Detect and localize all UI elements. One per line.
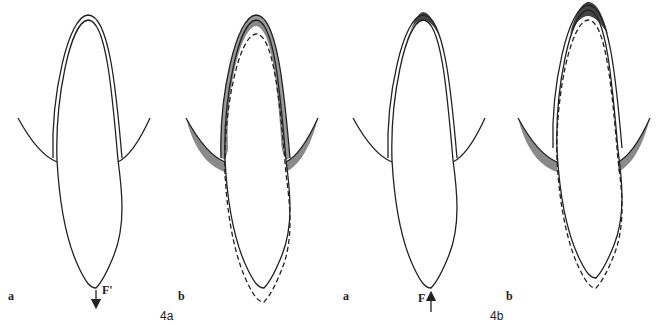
tooth-panel (353, 12, 485, 312)
tooth-panel (186, 15, 318, 302)
force-label: F (418, 292, 425, 304)
panel-letter: b (178, 290, 185, 302)
tooth-panel (18, 15, 150, 304)
tooth-panel (518, 2, 650, 288)
figure-number: 4b (490, 310, 503, 322)
figure-number: 4a (160, 310, 173, 322)
force-label: F' (102, 284, 113, 296)
panel-letter: b (506, 290, 513, 302)
panel-letter: a (343, 290, 349, 302)
panel-letter: a (8, 290, 14, 302)
